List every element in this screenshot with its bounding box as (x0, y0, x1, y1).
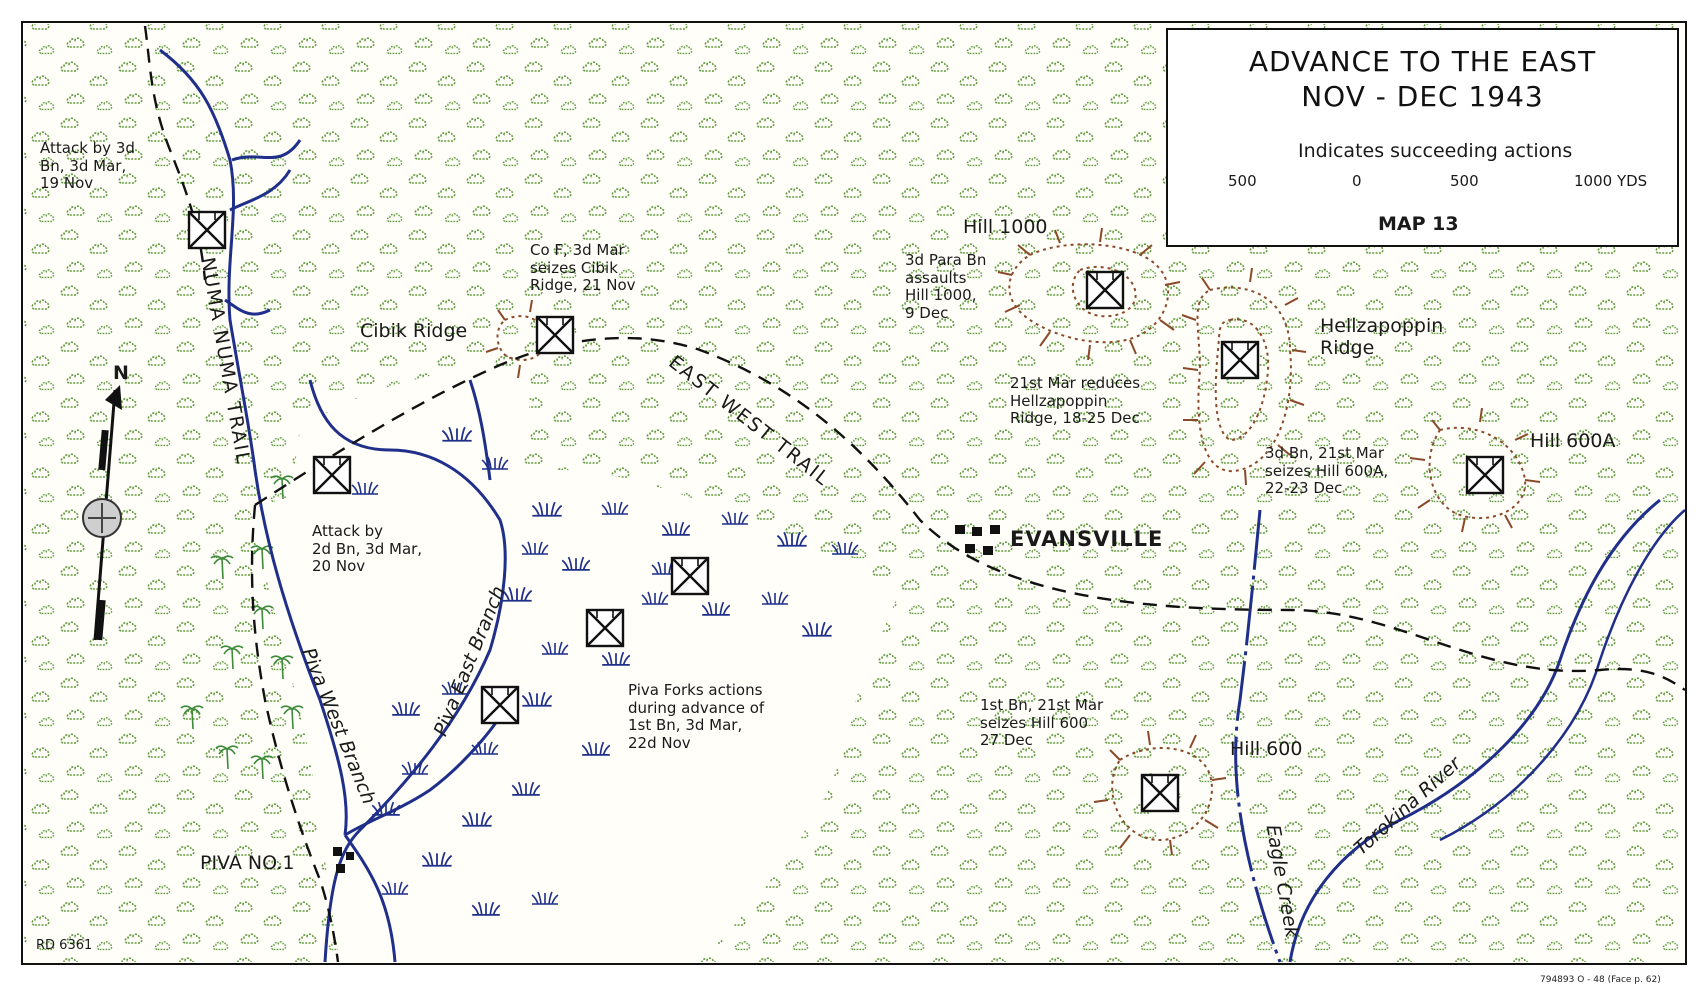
rivers (159, 48, 1686, 963)
action-note-hill-600a: 3d Bn, 21st Mar seizes Hill 600A, 22-23 … (1265, 444, 1389, 498)
action-note-20-nov: Attack by 2d Bn, 3d Mar, 20 Nov (312, 522, 423, 576)
map-number: MAP 13 (1378, 213, 1459, 235)
scale-tick-500: 500 (1450, 172, 1479, 190)
label-hill-600a: Hill 600A (1530, 430, 1616, 452)
scale-tick-500-left: 500 (1228, 172, 1257, 190)
eagle-creek (1234, 509, 1282, 963)
map-title: ADVANCE TO THE EAST NOV - DEC 1943 (1248, 45, 1597, 113)
scale-tick-0: 0 (1352, 172, 1362, 190)
label-hill-1000: Hill 1000 (963, 216, 1048, 238)
piva-no1-marker (333, 847, 354, 873)
action-note-hill-600: 1st Bn, 21st Mar seizes Hill 600 27 Dec (980, 696, 1104, 750)
footer-print-note: 794893 O - 48 (Face p. 62) (1540, 975, 1661, 985)
label-north: N (113, 362, 129, 384)
action-symbol-4 (1220, 340, 1260, 380)
action-symbol-8 (585, 608, 625, 648)
torokina-river (1288, 498, 1661, 963)
label-piva-no1: PIVA NO.1 (200, 852, 295, 874)
action-note-piva-forks: Piva Forks actions during advance of 1st… (628, 681, 765, 753)
scale-tick-1000: 1000 YDS (1574, 172, 1648, 190)
action-symbol-10 (1140, 773, 1180, 813)
label-cibik-ridge: Cibik Ridge (360, 320, 468, 342)
east-west-trail (254, 336, 1686, 691)
action-symbol-3 (1085, 270, 1125, 310)
action-symbol-6 (312, 455, 352, 495)
action-note-hill-1000: 3d Para Bn assaults Hill 1000, 9 Dec (905, 251, 987, 323)
evansville-marker (955, 525, 1000, 555)
piva-east-branch (308, 379, 507, 963)
numa-numa-trail-south (250, 504, 340, 963)
label-evansville: EVANSVILLE (1010, 527, 1164, 551)
ridge-contours (496, 243, 1527, 842)
footer-code: RD 6361 (36, 938, 93, 953)
action-note-19-nov: Attack by 3d Bn, 3d Mar, 19 Nov (40, 139, 135, 193)
label-hill-600: Hill 600 (1230, 738, 1303, 760)
legend-box: ADVANCE TO THE EAST NOV - DEC 1943 Indic… (1166, 28, 1679, 247)
action-note-cibik-ridge: Co F, 3d Mar seizes Cibik Ridge, 21 Nov (530, 241, 636, 295)
action-symbol-7 (670, 556, 710, 596)
action-symbol-5 (1465, 455, 1505, 495)
piva-west-branch (159, 48, 348, 836)
action-symbol-2 (535, 315, 575, 355)
label-hellzapoppin-ridge: Hellzapoppin Ridge (1320, 315, 1444, 360)
north-arrow (82, 385, 122, 641)
action-symbol-9 (480, 685, 520, 725)
legend-symbol-text: Indicates succeeding actions (1298, 140, 1573, 162)
action-symbol-1 (187, 210, 227, 250)
piva-forks-swamp (250, 470, 900, 962)
action-note-hellzapoppin: 21st Mar reduces Hellzapoppin Ridge, 18-… (1010, 374, 1141, 428)
